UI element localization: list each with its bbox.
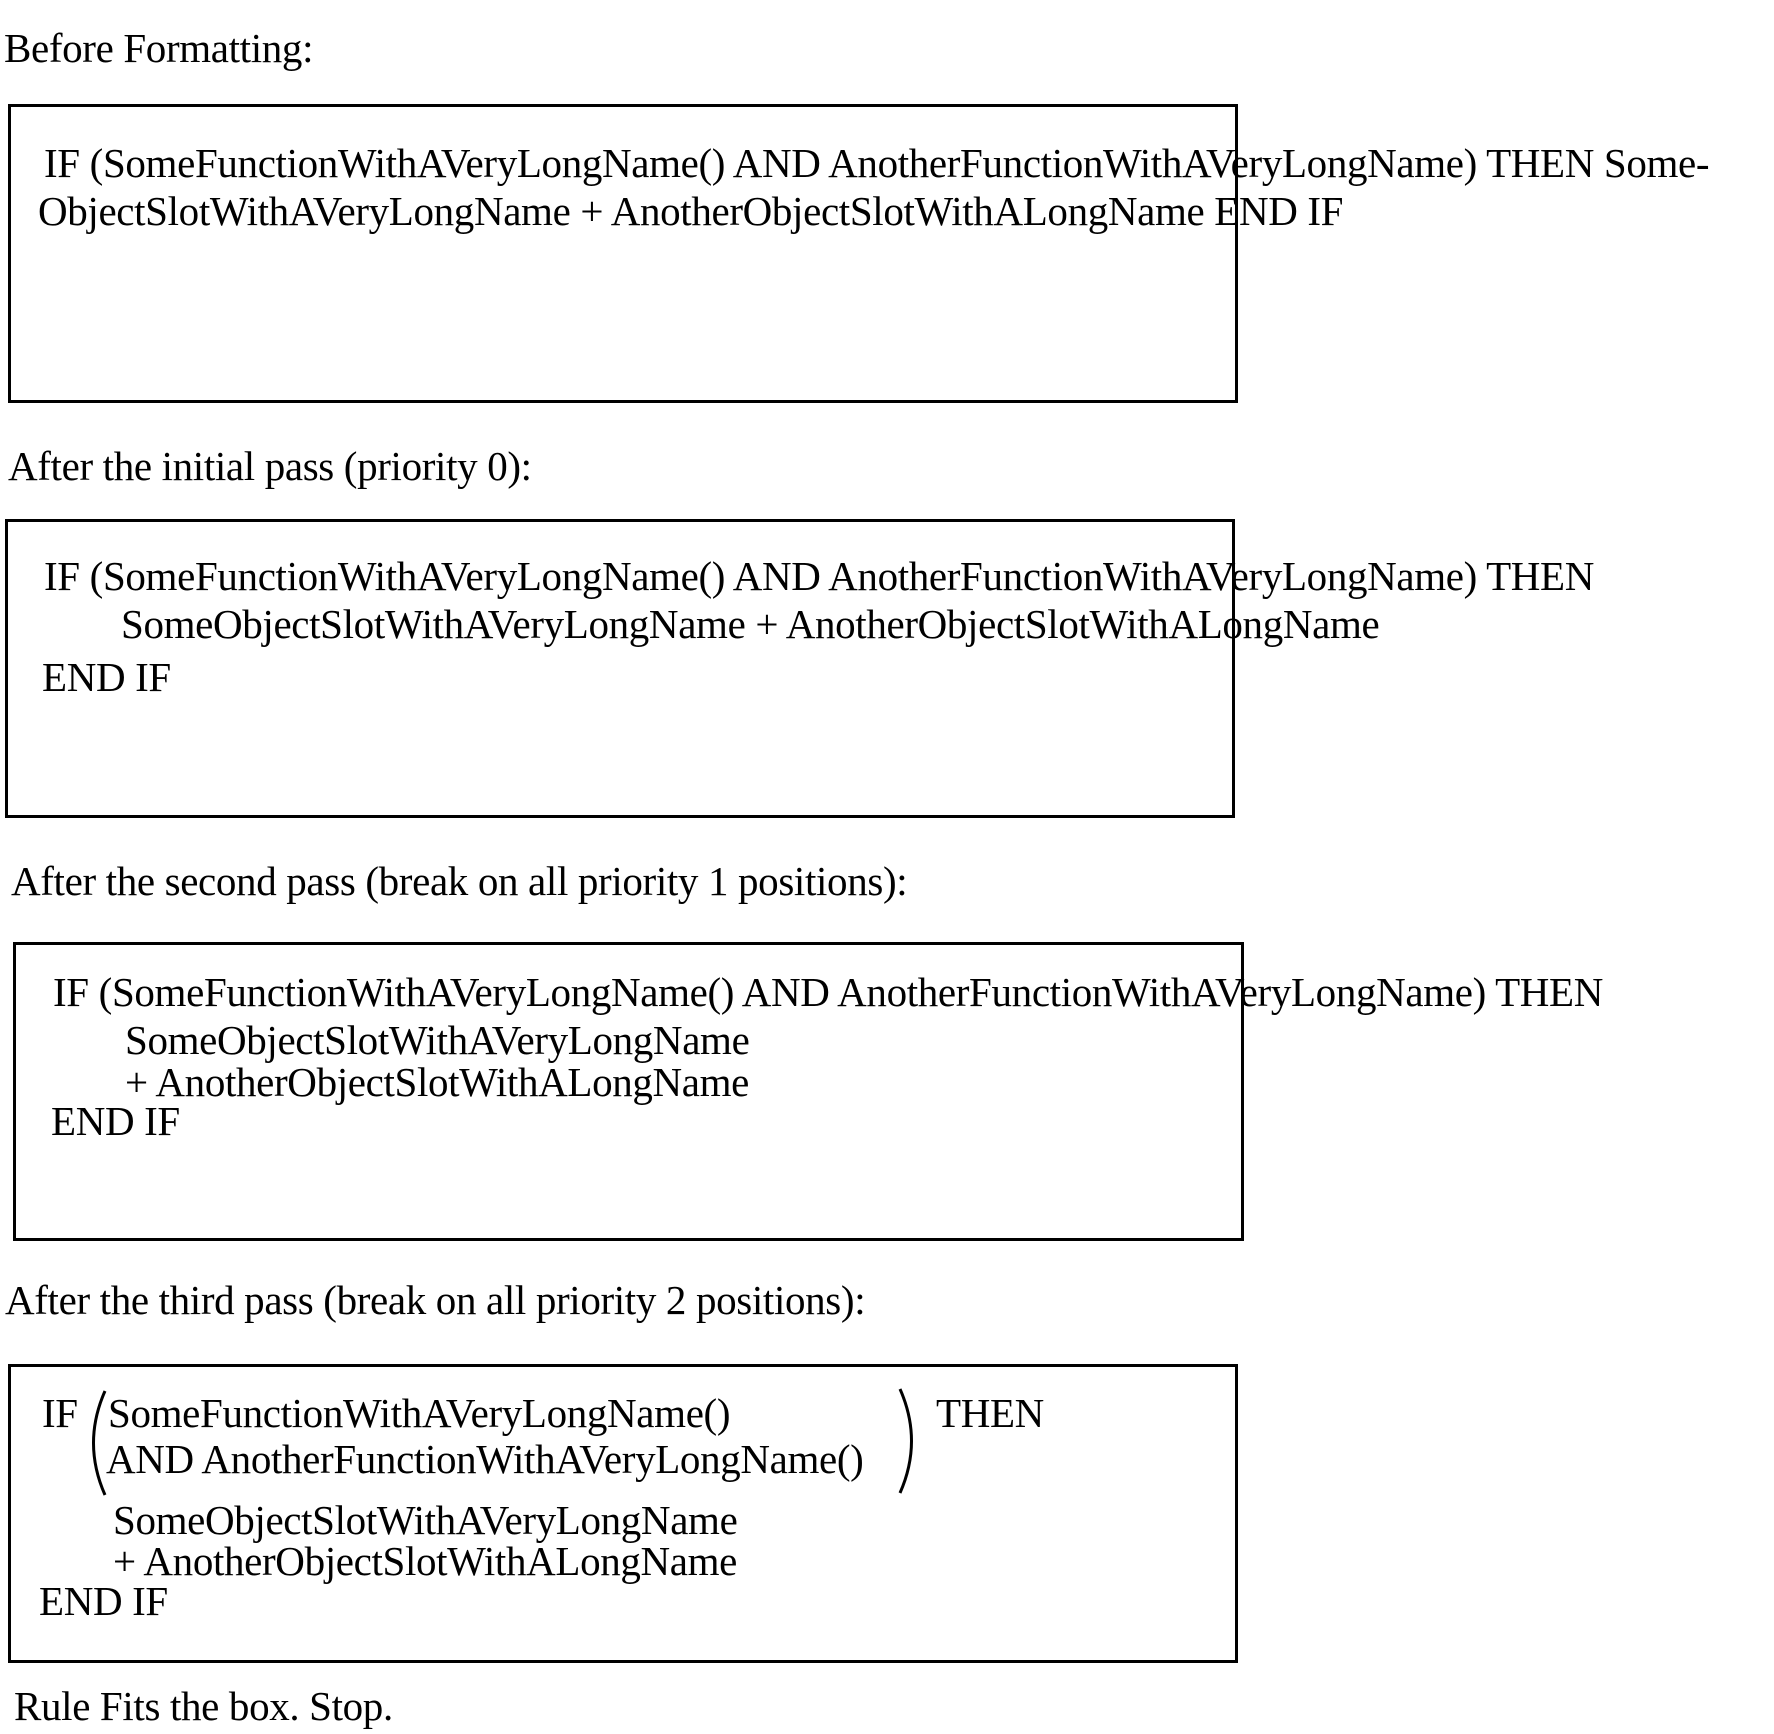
before-line-1: IF (SomeFunctionWithAVeryLongName() AND … [44,140,1710,186]
pass0-line-3: END IF [42,654,171,700]
pass0-line-1: IF (SomeFunctionWithAVeryLongName() AND … [44,553,1594,599]
left-parenthesis-icon [92,1390,107,1496]
pass2-line-5: END IF [39,1578,168,1624]
pass0-line-2: SomeObjectSlotWithAVeryLongName + Anothe… [121,601,1380,647]
pass2-line-3: SomeObjectSlotWithAVeryLongName [113,1497,738,1543]
before-line-2: ObjectSlotWithAVeryLongName + AnotherObj… [38,188,1344,234]
right-parenthesis-icon [898,1388,913,1494]
format-box-priority-2 [8,1364,1238,1663]
caption-before-formatting: Before Formatting: [4,25,314,71]
pass1-line-1: IF (SomeFunctionWithAVeryLongName() AND … [53,969,1603,1015]
pass1-line-3: + AnotherObjectSlotWithALongName [125,1059,750,1105]
format-box-priority-0 [5,519,1235,818]
caption-result: Rule Fits the box. Stop. [14,1683,393,1729]
pass2-then-keyword: THEN [936,1390,1044,1436]
pass2-line-4: + AnotherObjectSlotWithALongName [113,1538,738,1584]
pass2-condition-line-2: AND AnotherFunctionWithAVeryLongName() [106,1436,864,1482]
caption-pass-priority-1: After the second pass (break on all prio… [11,858,908,904]
pass2-if-keyword: IF [42,1390,78,1436]
pass1-line-2: SomeObjectSlotWithAVeryLongName [125,1017,750,1063]
caption-pass-priority-2: After the third pass (break on all prior… [5,1277,866,1323]
format-box-before [8,104,1238,403]
pass2-condition-line-1: SomeFunctionWithAVeryLongName() [108,1390,731,1436]
pass1-line-4: END IF [51,1098,180,1144]
caption-pass-priority-0: After the initial pass (priority 0): [8,443,532,489]
format-box-priority-1 [13,942,1244,1241]
